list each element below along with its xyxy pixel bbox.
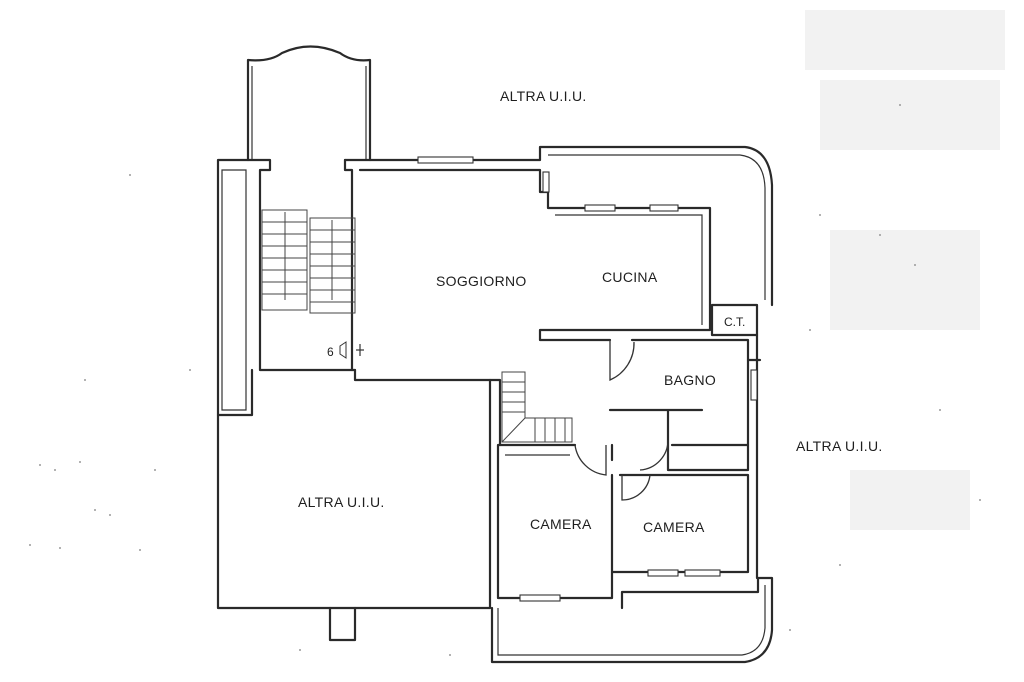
label-altra-uiu-right: ALTRA U.I.U. [796,438,883,454]
label-bagno: BAGNO [664,372,716,388]
label-camera-left: CAMERA [530,516,592,532]
staircase-main [261,209,356,314]
label-soggiorno: SOGGIORNO [436,273,527,289]
living-outer-wall [343,145,774,307]
label-ct: C.T. [724,315,745,329]
windows [417,156,758,602]
label-altra-uiu-left: ALTRA U.I.U. [298,494,385,510]
staircase-internal [501,371,573,443]
label-cucina: CUCINA [602,269,658,285]
label-altra-uiu-top: ALTRA U.I.U. [500,88,587,104]
room-labels: ALTRA U.I.U. ALTRA U.I.U. ALTRA U.I.U. S… [298,88,883,535]
ct-closet [710,303,759,337]
label-marker-6: 6 [327,345,334,359]
doors [339,340,669,501]
bay-balcony-top [246,45,372,162]
lower-balcony [490,576,774,664]
walls [216,45,774,664]
stair-hall-walls [216,158,357,417]
bathroom-walls [608,338,750,472]
label-camera-right: CAMERA [643,519,705,535]
scan-artifacts [29,10,1005,656]
